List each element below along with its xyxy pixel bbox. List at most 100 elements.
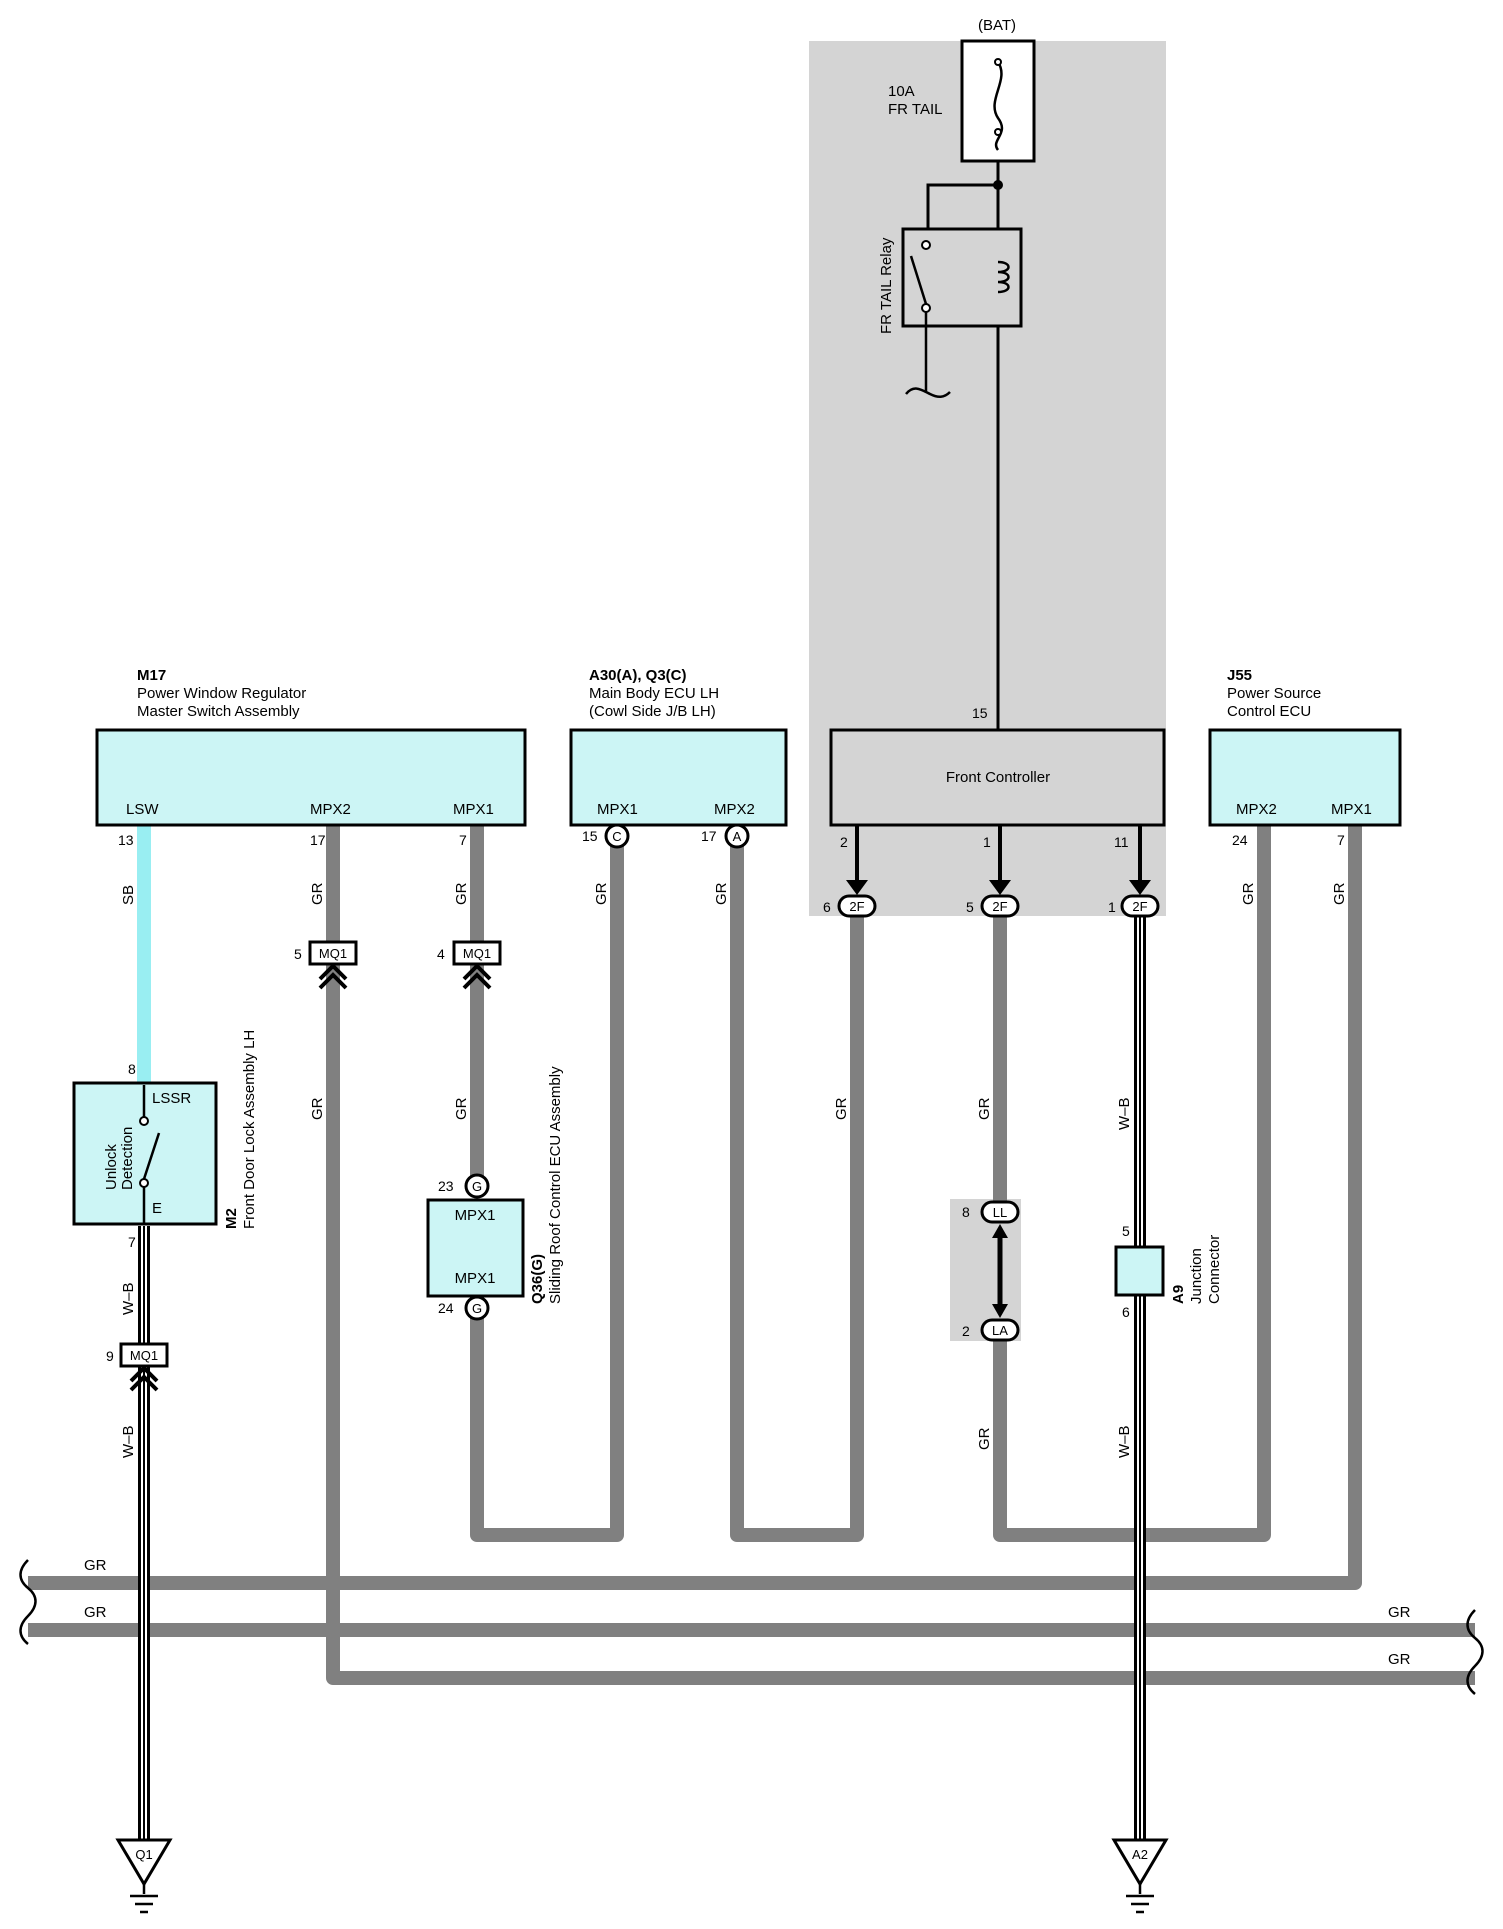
fuse-amp: 10A: [888, 83, 915, 100]
wire-break-icon: [19, 1559, 1484, 1695]
pin-number: 15: [582, 828, 598, 844]
pin-number: 1: [983, 834, 991, 850]
q36-name: Sliding Roof Control ECU Assembly: [547, 1066, 564, 1304]
wire-color-label: GR: [453, 1097, 470, 1120]
m17-pin-mpx1: MPX1: [453, 801, 494, 818]
m17-pin-mpx2: MPX2: [310, 801, 351, 818]
connector-a: [724, 823, 750, 849]
m2-inner-line2: Detection: [119, 1127, 136, 1190]
gr-wires: [28, 826, 1475, 1685]
wire-color-label: GR: [1388, 1604, 1411, 1621]
relay-label: FR TAIL Relay: [878, 237, 895, 334]
connector-a-label: A: [733, 829, 742, 844]
fc-output-lines: [855, 825, 1142, 886]
wire-color-label: W–B: [1116, 1097, 1133, 1130]
wire-color-label: GR: [84, 1604, 107, 1621]
wire-fuse-relay: [926, 183, 998, 240]
connector-2f-label: 2F: [992, 899, 1007, 914]
pin-number: 15: [972, 705, 988, 721]
m17-code: M17: [137, 667, 166, 684]
q36-box: [426, 1198, 525, 1298]
wire-q36-a30-mpx1: [470, 844, 624, 1542]
pin-number: 9: [106, 1348, 114, 1364]
pin-number: 17: [701, 828, 717, 844]
wire-color-label: GR: [309, 882, 326, 905]
wire-a30-mpx2-2f: [730, 844, 864, 1542]
pin-number: 5: [294, 946, 302, 962]
a30-line1: Main Body ECU LH: [589, 685, 719, 702]
pin-number: 24: [438, 1300, 454, 1316]
pin-number: 23: [438, 1178, 454, 1194]
pin-number: 6: [823, 899, 831, 915]
pin-number: 2: [962, 1323, 970, 1339]
a30-pin-mpx1: MPX1: [597, 801, 638, 818]
q36-pin-bottom: MPX1: [455, 1270, 496, 1287]
mq1-label: MQ1: [319, 946, 347, 961]
wire-color-label: GR: [833, 1097, 850, 1120]
a30-pin-mpx2: MPX2: [714, 801, 755, 818]
ground-icon: [115, 1838, 1169, 1887]
pin-number: 17: [310, 832, 326, 848]
ground-lines: [130, 1884, 1154, 1914]
a9-line1: Junction: [1188, 1248, 1205, 1304]
relay-switch-arm: [909, 255, 928, 305]
mq1-label: MQ1: [130, 1348, 158, 1363]
connector-2f-label: 2F: [1132, 899, 1147, 914]
splice-dot: [993, 180, 1003, 190]
m17-box: [95, 728, 527, 827]
switch-contact: [139, 1178, 149, 1188]
fuse-terminal: [994, 58, 1002, 66]
connector-g: [464, 1173, 490, 1199]
pin-number: 8: [962, 1204, 970, 1220]
wire-color-label: W–B: [120, 1425, 137, 1458]
q36-pin-top: MPX1: [455, 1207, 496, 1224]
wire-color-label: GR: [1388, 1651, 1411, 1668]
connector-la: [980, 1318, 1020, 1342]
arrow-icon: [846, 880, 1151, 895]
connector-c-label: C: [612, 829, 621, 844]
ground-label-a2: A2: [1132, 1847, 1148, 1862]
wire-la-j55-mpx2: [993, 826, 1271, 1542]
relay-contact: [921, 303, 931, 313]
fuse-symbol-icon: [993, 61, 1004, 151]
connector-ll-label: LL: [993, 1205, 1007, 1220]
j55-pin-mpx2: MPX2: [1236, 801, 1277, 818]
wire-relay-out: [905, 312, 951, 398]
pin-number: 5: [1122, 1223, 1130, 1239]
connector-ll: [980, 1200, 1020, 1224]
m17-line1: Power Window Regulator: [137, 685, 306, 702]
chevron-up-icon: [129, 963, 492, 1392]
pin-number: 7: [128, 1234, 136, 1250]
pin-number: 8: [128, 1061, 136, 1077]
m17-line2: Master Switch Assembly: [137, 703, 300, 720]
wire-color-label: GR: [713, 882, 730, 905]
ground-label-q1: Q1: [135, 1847, 152, 1862]
pin-number: 1: [1108, 899, 1116, 915]
connector-la-label: LA: [992, 1323, 1008, 1338]
m2-inner-line1: Unlock: [103, 1144, 120, 1190]
relay-box: [901, 227, 1023, 328]
switch-arm: [142, 1132, 161, 1180]
a9-line2: Connector: [1206, 1235, 1223, 1304]
pin-number: 6: [1122, 1304, 1130, 1320]
a30-code: A30(A), Q3(C): [589, 667, 687, 684]
connector-2f-label: 2F: [849, 899, 864, 914]
relay-contact: [921, 240, 931, 250]
j55-pin-mpx1: MPX1: [1331, 801, 1372, 818]
pin-number: 2: [840, 834, 848, 850]
connector-g-label: G: [472, 1179, 482, 1194]
connector-2f-group: [837, 894, 1160, 918]
m17-pin-lsw: LSW: [126, 801, 159, 818]
pin-number: 13: [118, 832, 134, 848]
wire-color-label: GR: [453, 882, 470, 905]
fuse-name: FR TAIL: [888, 101, 942, 118]
j55-line2: Control ECU: [1227, 703, 1311, 720]
wb-wires: [138, 916, 1146, 1864]
j55-code: J55: [1227, 667, 1252, 684]
wire-color-label: GR: [976, 1427, 993, 1450]
pin-number: 11: [1114, 834, 1129, 850]
pin-number: 24: [1232, 832, 1248, 848]
j55-line1: Power Source: [1227, 685, 1321, 702]
pin-number: 7: [1337, 832, 1345, 848]
wire-color-label: GR: [976, 1097, 993, 1120]
